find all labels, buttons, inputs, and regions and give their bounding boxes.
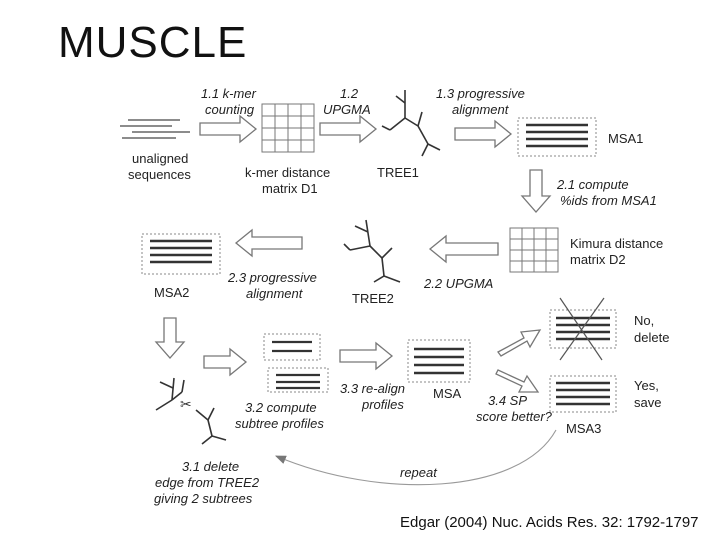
unaligned-label-1: unaligned	[132, 151, 188, 166]
accepted-msa-icon	[549, 375, 617, 413]
yes-label-1: Yes,	[634, 378, 659, 393]
msa-label: MSA	[433, 386, 462, 401]
kmer-counting-label-2: counting	[205, 102, 255, 117]
hollow-left-arrow-icon	[428, 234, 499, 264]
no-label-1: No,	[634, 313, 654, 328]
upgma-label-2: UPGMA	[323, 102, 371, 117]
msa-alignment-icon	[407, 339, 471, 383]
hollow-arrow-icon	[339, 341, 394, 371]
hollow-arrow-icon	[454, 119, 513, 149]
compute-ids-label-1: 2.1 compute	[556, 177, 629, 192]
subtree-label-1: 3.2 compute	[245, 400, 317, 415]
prog-align-label-1: 1.3 progressive	[436, 86, 525, 101]
kimura-matrix-grid-icon	[509, 227, 559, 273]
tree2-icon	[343, 219, 401, 283]
kmer-matrix-label-1: k-mer distance	[245, 165, 330, 180]
kimura-label-1: Kimura distance	[570, 236, 663, 251]
prog-align2-label-1: 2.3 progressive	[227, 270, 317, 285]
kmer-matrix-grid-icon	[261, 103, 315, 153]
kimura-label-2: matrix D2	[570, 252, 626, 267]
sp-label-1: 3.4 SP	[488, 393, 527, 408]
no-label-2: delete	[634, 330, 669, 345]
subtree-label-2: subtree profiles	[235, 416, 324, 431]
msa2-label: MSA2	[154, 285, 189, 300]
scissors-icon: ✂	[180, 397, 192, 413]
unaligned-label-2: sequences	[128, 167, 191, 182]
repeat-curve-arrow	[274, 429, 557, 486]
prog-align2-label-2: alignment	[246, 286, 304, 301]
realign-label-2: profiles	[361, 397, 404, 412]
upgma2-label: 2.2 UPGMA	[423, 276, 493, 291]
subtree-profile-top-icon	[263, 333, 321, 361]
cut-tree-icon	[155, 377, 227, 445]
msa2-alignment-icon	[141, 233, 221, 275]
delete-label-2: edge from TREE2	[155, 475, 260, 490]
repeat-label: repeat	[400, 465, 438, 480]
upgma-label-1: 1.2	[340, 86, 359, 101]
hollow-down-arrow-icon	[154, 317, 186, 359]
realign-label-1: 3.3 re-align	[340, 381, 405, 396]
hollow-down-arrow-icon	[520, 169, 552, 213]
msa3-label: MSA3	[566, 421, 601, 436]
citation: Edgar (2004) Nuc. Acids Res. 32: 1792-17…	[400, 514, 699, 531]
delete-label-1: 3.1 delete	[182, 459, 239, 474]
yes-label-2: save	[634, 395, 661, 410]
slide-title: MUSCLE	[58, 18, 248, 67]
tree1-icon	[381, 90, 441, 157]
hollow-arrow-icon	[319, 114, 378, 144]
rejected-msa-icon	[549, 297, 617, 361]
hollow-arrow-icon	[203, 347, 248, 377]
hollow-left-arrow-icon	[234, 228, 303, 258]
prog-align-label-2: alignment	[452, 102, 510, 117]
tree1-label: TREE1	[377, 165, 419, 180]
delete-label-3: giving 2 subtrees	[154, 491, 253, 506]
kmer-counting-label-1: 1.1 k-mer	[201, 86, 257, 101]
unaligned-sequences-icon	[120, 119, 190, 139]
hollow-arrow-icon	[199, 114, 258, 144]
subtree-profile-bottom-icon	[267, 367, 329, 393]
sp-label-2: score better?	[476, 409, 553, 424]
hollow-arrow-down-right-icon	[495, 369, 540, 393]
msa1-label: MSA1	[608, 131, 643, 146]
tree2-label: TREE2	[352, 291, 394, 306]
hollow-arrow-up-right-icon	[497, 329, 542, 357]
compute-ids-label-2: %ids from MSA1	[560, 193, 657, 208]
kmer-matrix-label-2: matrix D1	[262, 181, 318, 196]
msa1-alignment-icon	[517, 117, 597, 157]
